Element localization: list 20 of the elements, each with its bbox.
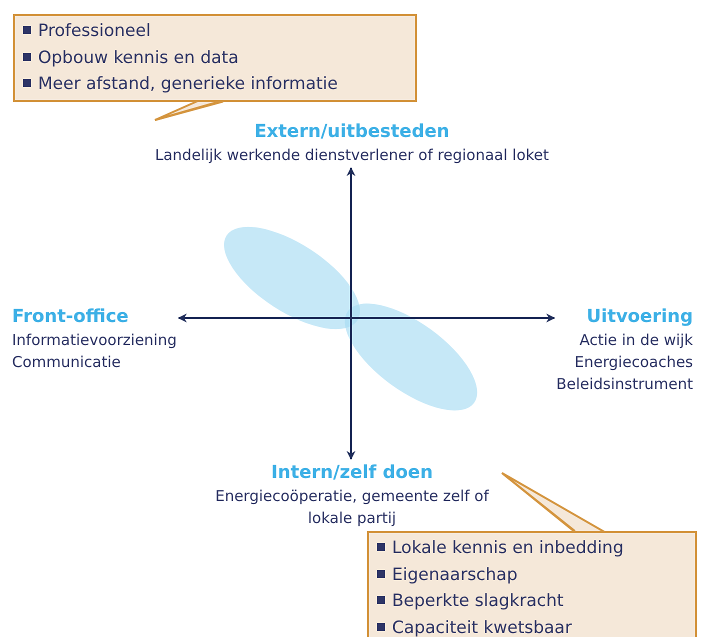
double-arrow (346, 167, 356, 460)
axis-description: Energiecoaches (574, 352, 693, 373)
bullet-item: Capaciteit kwetsbaar (377, 614, 687, 637)
bullet-item: Professioneel (23, 18, 407, 44)
axis-description: Actie in de wijk (578, 330, 693, 351)
bullet-item: Lokale kennis en inbedding (377, 535, 687, 562)
bullet-item: Eigenaarschap (377, 562, 687, 588)
axis-description: Informatievoorziening (12, 330, 177, 351)
axis-description: Beleidsinstrument (556, 374, 693, 395)
bullet-item: Beperkte slagkracht (377, 588, 687, 614)
axis-title: Uitvoering (586, 305, 693, 329)
axis-description: Landelijk werkende dienstverlener of regionaal loket (155, 145, 549, 166)
axis-description: Energiecoöperatie, gemeente zelf of lokale partij (214, 486, 490, 529)
bullet-item: Opbouw kennis en data (23, 44, 407, 71)
double-arrow (178, 314, 556, 322)
bullet-item: Meer afstand, generieke informatie (23, 71, 407, 98)
axis-title: Front-office (12, 305, 130, 329)
axis-title: Intern/zelf doen (270, 461, 434, 485)
axis-title: Extern/uitbesteden (253, 120, 450, 144)
axis-description: Communicatie (12, 352, 122, 373)
